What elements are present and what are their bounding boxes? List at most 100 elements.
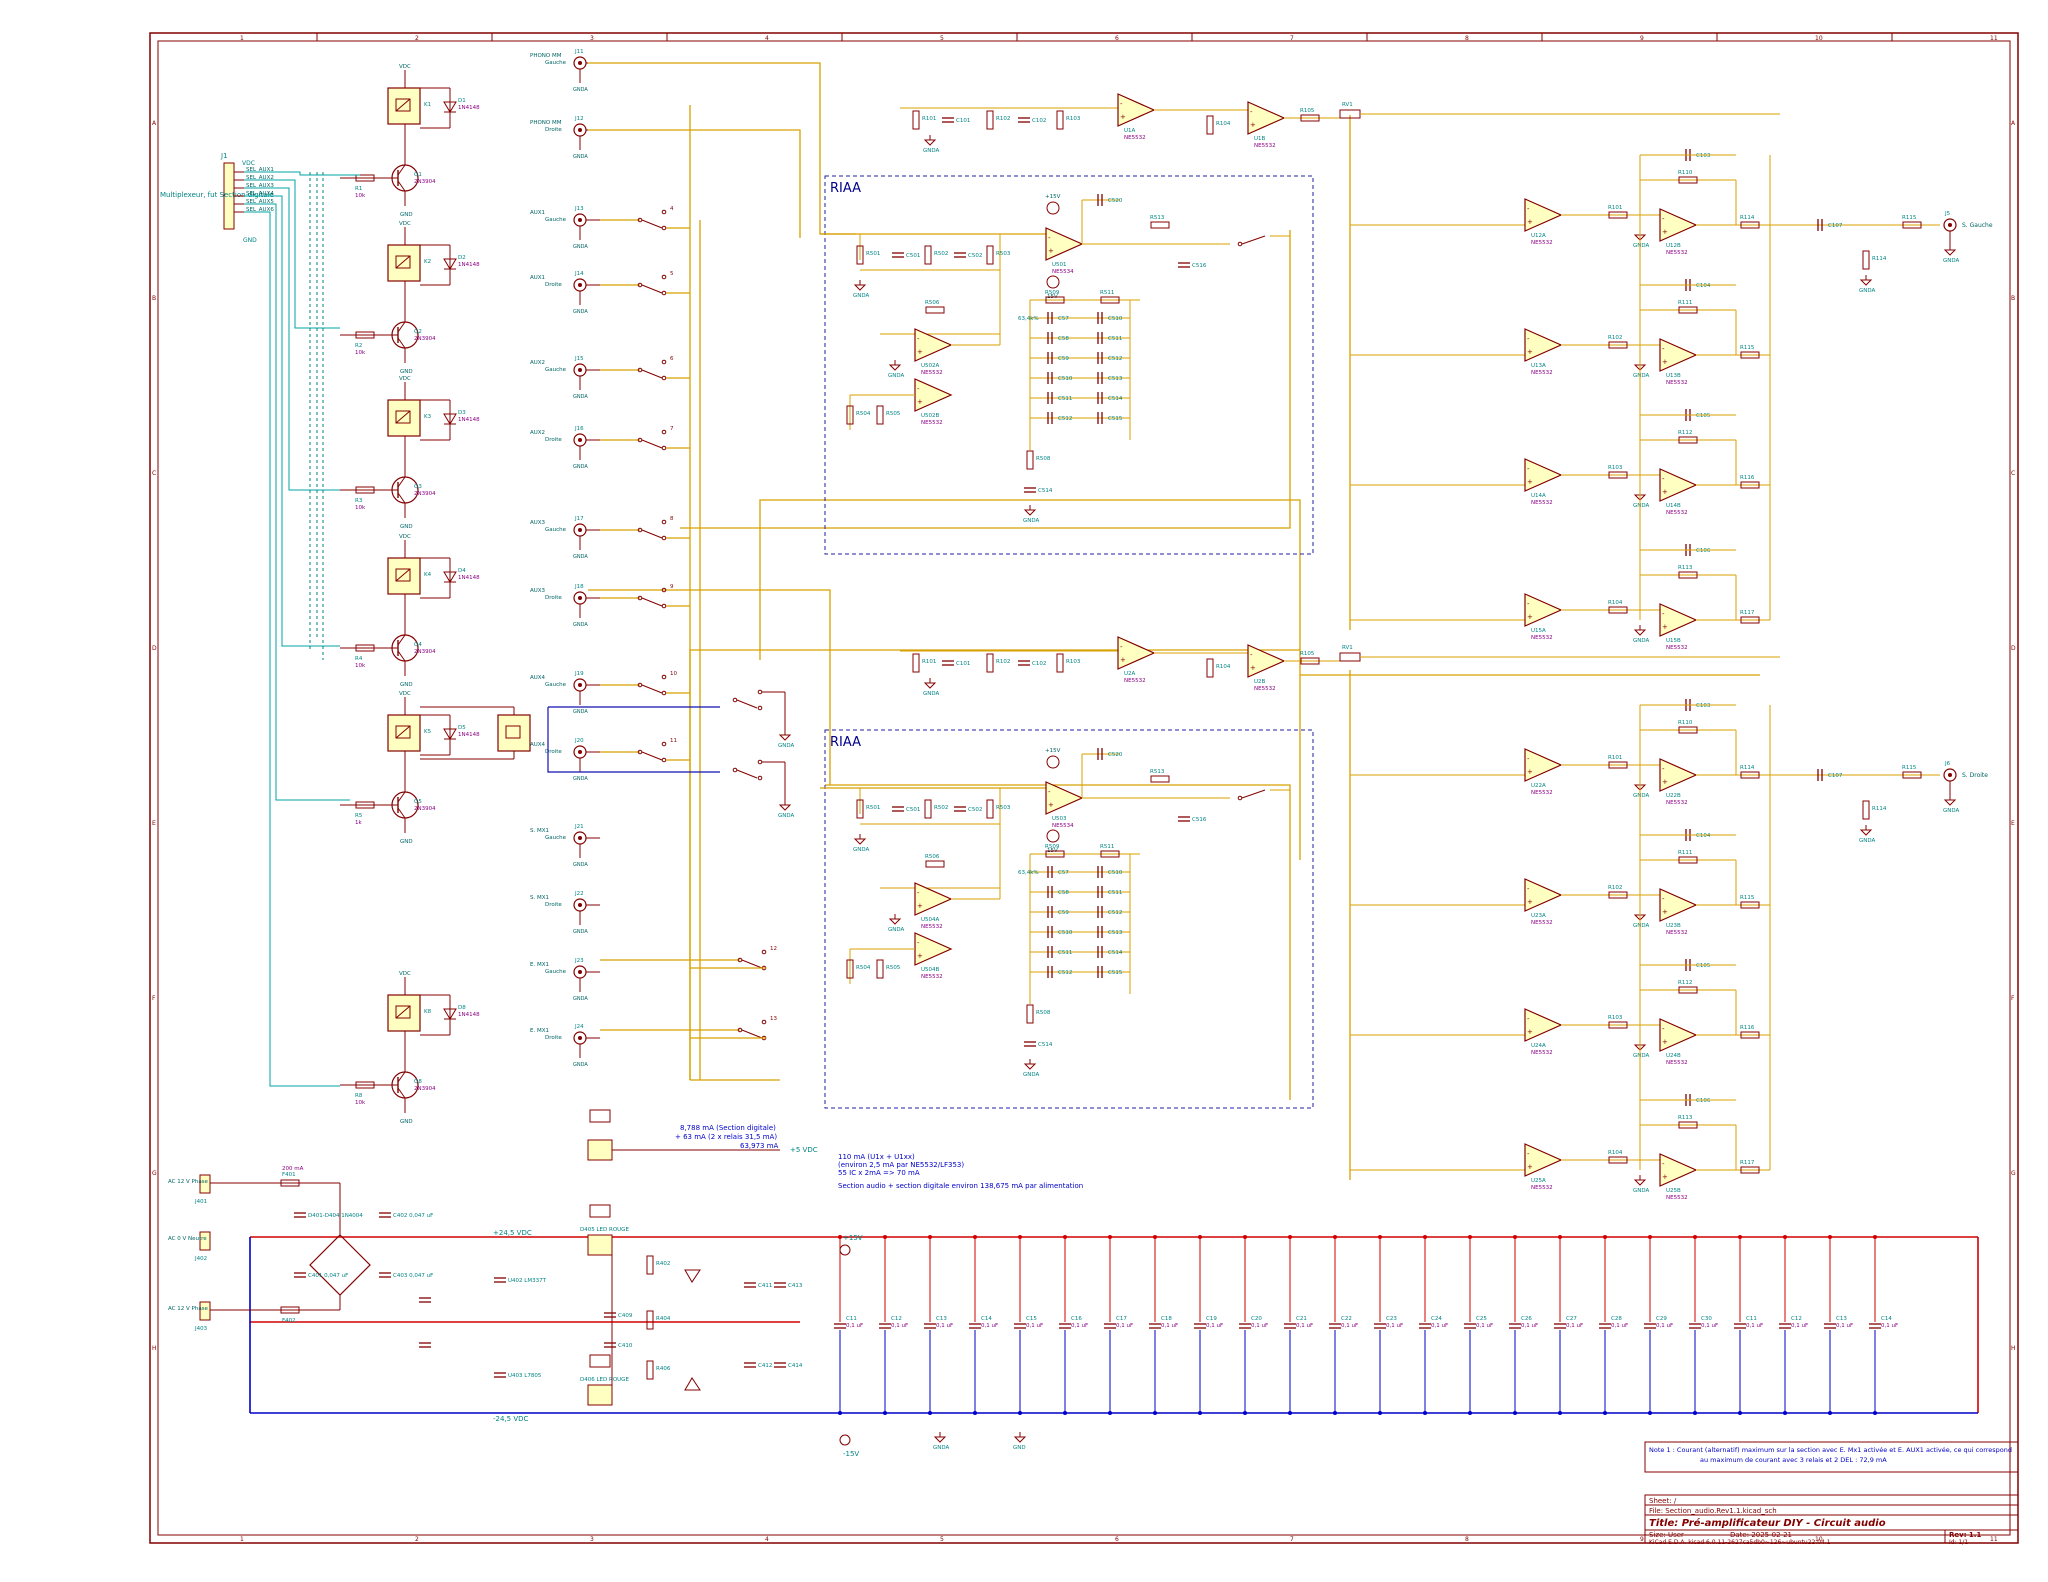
rail-label: +15V — [1045, 194, 1061, 200]
capacitor: C510 — [1097, 312, 1123, 324]
bypass-ref: C14 — [1881, 1316, 1892, 1322]
ground-icon: GNDA — [1633, 625, 1650, 644]
capacitor: C102 — [1018, 660, 1046, 667]
capacitor-label: C514 — [1108, 950, 1123, 956]
relay-contact: 11 — [600, 738, 690, 763]
bypass-value: 0,1 uF — [1116, 1323, 1133, 1329]
jack-side: Gauche — [545, 367, 567, 373]
relay-coil — [387, 994, 421, 1032]
eq-band: -+U23ANE5532R102GNDA-+U23BNE5532C104R111… — [1350, 829, 1770, 936]
ground-icon: GNDA — [1943, 245, 1960, 264]
capacitor-label: C413 — [788, 1283, 803, 1289]
grid-col-bottom: 1 — [240, 1536, 244, 1543]
capacitor-label: C511 — [1108, 336, 1122, 342]
capacitor-label: C514 — [1038, 488, 1053, 494]
bypass-ref: C11 — [846, 1316, 857, 1322]
grid-col-bottom: 5 — [940, 1536, 944, 1543]
pin-number: 7 — [670, 426, 674, 432]
relay-contact: 4 — [600, 206, 690, 231]
jack-side: Gauche — [545, 527, 567, 533]
grid-col-top: 11 — [1990, 35, 1998, 42]
jack-name: AUX4 — [530, 675, 546, 681]
opamp-ref: U24A — [1531, 1043, 1546, 1049]
opamp-value: NE5532 — [1124, 135, 1146, 141]
opamp-value: NE5532 — [921, 974, 943, 980]
base-resistor-ref: R3 — [355, 498, 363, 504]
resistor — [1678, 1121, 1698, 1129]
opamp-minus: - — [1527, 465, 1530, 473]
resistor-label: R116 — [1740, 475, 1755, 481]
resistor — [846, 959, 854, 979]
ground-icon: GNDA — [853, 834, 870, 853]
capacitor: C502 — [954, 252, 982, 259]
jack-gnd: GNDA — [573, 862, 588, 868]
opamp-plus: + — [1662, 623, 1668, 631]
jack-name: AUX3 — [530, 588, 546, 594]
bypass-ref: C30 — [1701, 1316, 1712, 1322]
bypass-ref: C23 — [1386, 1316, 1397, 1322]
fuse-value: 200 mA — [282, 1166, 304, 1172]
grid-markers: 112233445566778899101011111212AABBCCDDEE… — [152, 33, 2016, 1543]
resistor — [355, 644, 375, 652]
vdc-label: VDC — [399, 221, 411, 227]
base-resistor-ref: R1 — [355, 186, 362, 192]
eq-band: -+U22ANE5532R101GNDA-+U22BNE5532C103R110… — [1350, 699, 1770, 806]
opamp-ref: U502B — [921, 413, 940, 419]
resistor-label: R508 — [1036, 1010, 1051, 1016]
opamp-ref: U504B — [921, 967, 940, 973]
output-ref: J6 — [1944, 761, 1951, 767]
regulator-label: D405 LED ROUGE — [580, 1227, 629, 1233]
bypass-value: 0,1 uF — [846, 1323, 863, 1329]
opamp-value: NE5532 — [1531, 635, 1553, 641]
minus15-label: -15V — [843, 1450, 859, 1458]
opamp-ref: U503 — [1052, 816, 1067, 822]
voltage-regulator: D406 LED ROUGE — [580, 1354, 629, 1406]
resistor — [646, 1310, 654, 1330]
opamp-ref: U1A — [1124, 128, 1136, 134]
ground-icon: GNDA — [1859, 825, 1876, 844]
resistor — [1678, 306, 1698, 314]
diode-ref: D3 — [458, 410, 466, 416]
plus5v-label: +5 VDC — [790, 1146, 818, 1154]
relay-ref: K5 — [424, 729, 432, 735]
riaa-label-bottom: RIAA — [830, 735, 861, 750]
capacitor: C512 — [1047, 966, 1072, 978]
potentiometer-icon — [1339, 652, 1361, 662]
capacitor — [419, 1297, 431, 1303]
ground-icon: GNDA — [888, 360, 905, 379]
jack-ref: J11 — [574, 49, 584, 55]
opamp-ref: U23B — [1666, 923, 1681, 929]
current-note-1: 110 mA (U1x + U1xx) — [838, 1153, 915, 1161]
capacitor-label: C412 — [758, 1363, 772, 1369]
grid-row-left: D — [152, 645, 157, 652]
bypass-ref: C16 — [1071, 1316, 1082, 1322]
bypass-value: 0,1 uF — [1206, 1323, 1223, 1329]
opamp-minus: - — [1250, 651, 1253, 659]
